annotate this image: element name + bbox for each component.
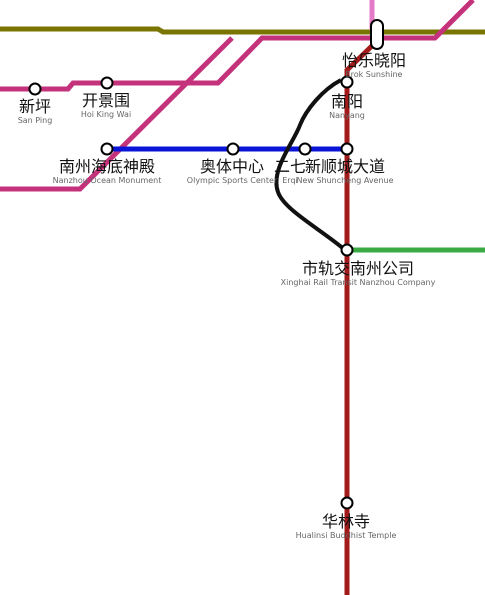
station-name-zh: 南州海底神殿: [58, 157, 156, 176]
station-name-en: New Shuncheng Avenue: [296, 176, 394, 185]
station-name-zh: 市轨交南州公司: [301, 259, 415, 278]
station-marker-nanyang[interactable]: [340, 75, 354, 89]
station-label-erqi[interactable]: 二七 Erqi: [274, 159, 306, 185]
station-name-zh: 新顺城大道: [304, 157, 385, 176]
station-name-en: Olympic Sports Center: [186, 176, 278, 185]
station-name-zh: 南阳: [330, 92, 363, 111]
station-label-rail-transit[interactable]: 市轨交南州公司 Xinghai Rail Transit Nanzhou Com…: [281, 261, 436, 287]
station-label-nanzhou-ocean[interactable]: 南州海底神殿 Nanzhou Ocean Monument: [53, 159, 162, 185]
transfer-link: [274, 78, 347, 252]
station-name-zh: 开景围: [81, 91, 131, 110]
station-marker-erqi[interactable]: [298, 142, 312, 156]
olive-line: [0, 26, 485, 35]
station-label-shuncheng[interactable]: 新顺城大道 New Shuncheng Avenue: [296, 159, 393, 185]
magenta-line-upper: [0, 0, 475, 92]
station-name-en: Nanzhou Ocean Monument: [52, 176, 162, 185]
station-label-nanyang[interactable]: 南阳 Nanyang: [329, 94, 365, 120]
station-marker-xinping[interactable]: [28, 82, 42, 96]
station-marker-nanzhou-ocean[interactable]: [100, 142, 114, 156]
station-name-en: Hoi King Wai: [80, 110, 132, 119]
station-name-en: Erok Sunshine: [345, 70, 403, 79]
station-marker-rail-transit[interactable]: [340, 243, 354, 257]
station-label-olympic[interactable]: 奥体中心 Olympic Sports Center: [187, 159, 277, 185]
magenta-line-lower: [0, 36, 234, 192]
station-label-xinping[interactable]: 新坪 San Ping: [18, 99, 53, 125]
red-line: [344, 40, 378, 595]
station-marker-yile-xiaoyang[interactable]: [370, 19, 384, 50]
station-marker-hualinsi[interactable]: [340, 496, 354, 510]
station-name-zh: 新坪: [18, 97, 51, 116]
station-marker-olympic[interactable]: [226, 142, 240, 156]
station-name-en: Xinghai Rail Transit Nanzhou Company: [280, 278, 436, 287]
station-marker-shuncheng[interactable]: [340, 142, 354, 156]
station-name-zh: 奥体中心: [199, 157, 264, 176]
station-name-en: Erqi: [282, 176, 298, 185]
station-name-en: San Ping: [17, 116, 53, 125]
station-name-zh: 华林寺: [321, 512, 371, 531]
station-label-hualinsi[interactable]: 华林寺 Hualinsi Buddhist Temple: [296, 514, 397, 540]
station-name-zh: 怡乐晓阳: [341, 51, 407, 70]
station-marker-kaijingwei[interactable]: [100, 76, 114, 90]
station-name-en: Nanyang: [329, 111, 365, 120]
station-label-kaijingwei[interactable]: 开景围 Hoi King Wai: [81, 93, 131, 119]
station-name-en: Hualinsi Buddhist Temple: [295, 531, 397, 540]
station-name-zh: 二七: [273, 157, 307, 176]
station-label-yile-xiaoyang[interactable]: 怡乐晓阳 Erok Sunshine: [342, 53, 406, 79]
